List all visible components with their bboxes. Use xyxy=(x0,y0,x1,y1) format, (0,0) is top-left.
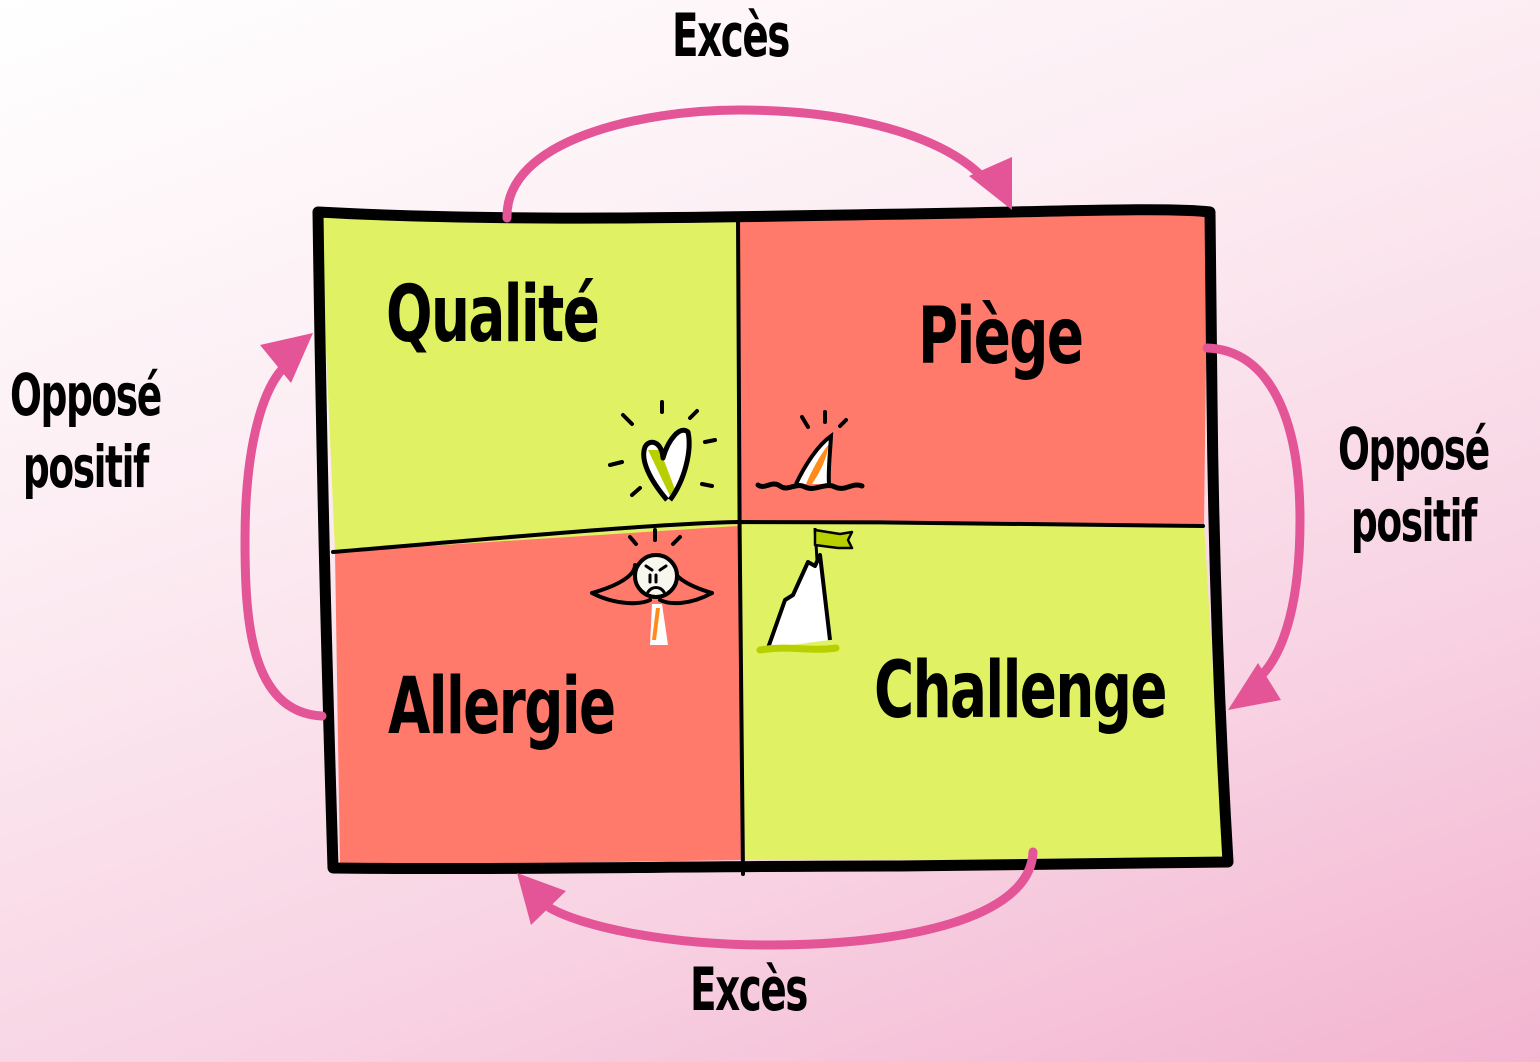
arrow-label-right-line2: positif xyxy=(1350,487,1477,555)
quadrant-allergie-fill xyxy=(335,526,742,866)
arrow-top-exces xyxy=(502,105,990,223)
arrow-bottom-exces xyxy=(545,847,1038,950)
frustrated-person-icon xyxy=(590,528,714,645)
grid-frame xyxy=(312,204,1234,875)
grid-vertical-divider xyxy=(736,214,745,876)
arrow-label-left-line1: Opposé xyxy=(10,361,162,429)
quadrant-label-allergie: Allergie xyxy=(388,662,616,752)
arrow-label-right-line1: Opposé xyxy=(1338,415,1490,483)
arrow-right-oppose-positif xyxy=(1202,343,1305,680)
arrow-label-bottom-exces: Excès xyxy=(690,955,808,1025)
heart-icon xyxy=(608,400,717,502)
quadrant-label-piege: Piège xyxy=(918,292,1084,382)
grid-horizontal-divider xyxy=(331,519,1205,554)
shark-fin-icon xyxy=(755,410,865,491)
quadrant-label-qualite: Qualité xyxy=(386,270,600,360)
quadrant-qualite-fill xyxy=(320,214,738,552)
quadrant-label-challenge: Challenge xyxy=(874,646,1168,736)
arrow-bottom-head xyxy=(517,873,566,925)
quadrant-piege-fill xyxy=(738,210,1208,524)
quadrant-challenge-fill xyxy=(738,524,1224,860)
arrow-left-head xyxy=(260,333,313,383)
arrow-right-head xyxy=(1228,663,1281,710)
arrow-label-left-oppose-positif: Opposé positif xyxy=(10,361,162,501)
arrow-label-left-line2: positif xyxy=(22,433,149,501)
arrow-left-oppose-positif xyxy=(240,357,327,721)
arrow-top-head xyxy=(969,157,1012,210)
mountain-flag-icon xyxy=(756,527,854,654)
arrow-label-right-oppose-positif: Opposé positif xyxy=(1338,415,1490,555)
arrow-label-top-exces: Excès xyxy=(672,1,790,71)
